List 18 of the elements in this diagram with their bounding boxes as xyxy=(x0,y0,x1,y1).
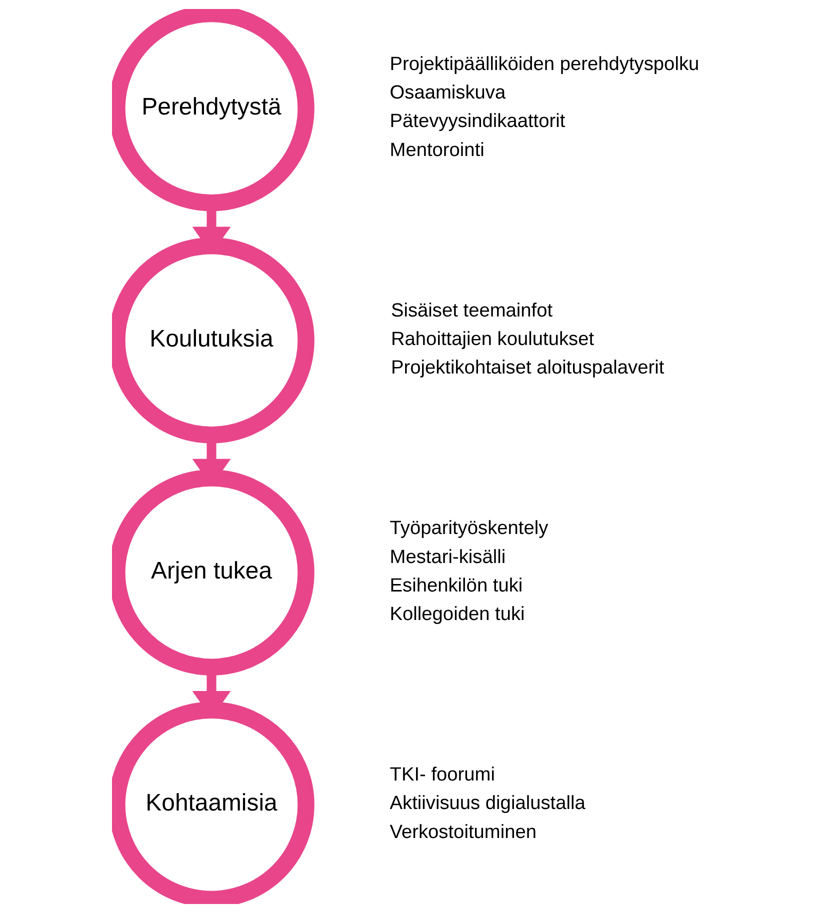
node-circle: Arjen tukea xyxy=(112,469,314,675)
node-label: Pätevyysindikaattorit xyxy=(390,110,566,132)
node-label: Projektikohtaiset aloituspalaverit xyxy=(390,357,664,378)
node-label: Mentorointi xyxy=(390,139,484,160)
node-label: Rahoittajien koulutukset xyxy=(390,328,594,350)
node-label: Aktiivisuus digialustalla xyxy=(390,792,586,814)
node-label: Mestari-kisälli xyxy=(390,546,506,568)
node-label: Kollegoiden tuki xyxy=(390,604,525,625)
node-label: Projektipäälliköiden perehdytyspolku xyxy=(390,53,700,74)
node-label: Sisäiset teemainfot xyxy=(390,300,553,321)
node-label: Työparityöskentely xyxy=(390,518,548,539)
node-label: Osaamiskuva xyxy=(390,82,506,103)
node-label: Verkostoituminen xyxy=(390,821,536,842)
node-circle: Perehdytystä xyxy=(112,8,314,211)
node-label: Esihenkilön tuki xyxy=(390,574,523,596)
node-circle: Kohtaamisia xyxy=(112,701,314,904)
node-label: TKI- foorumi xyxy=(390,764,495,786)
node-circle: Koulutuksia xyxy=(112,237,314,443)
